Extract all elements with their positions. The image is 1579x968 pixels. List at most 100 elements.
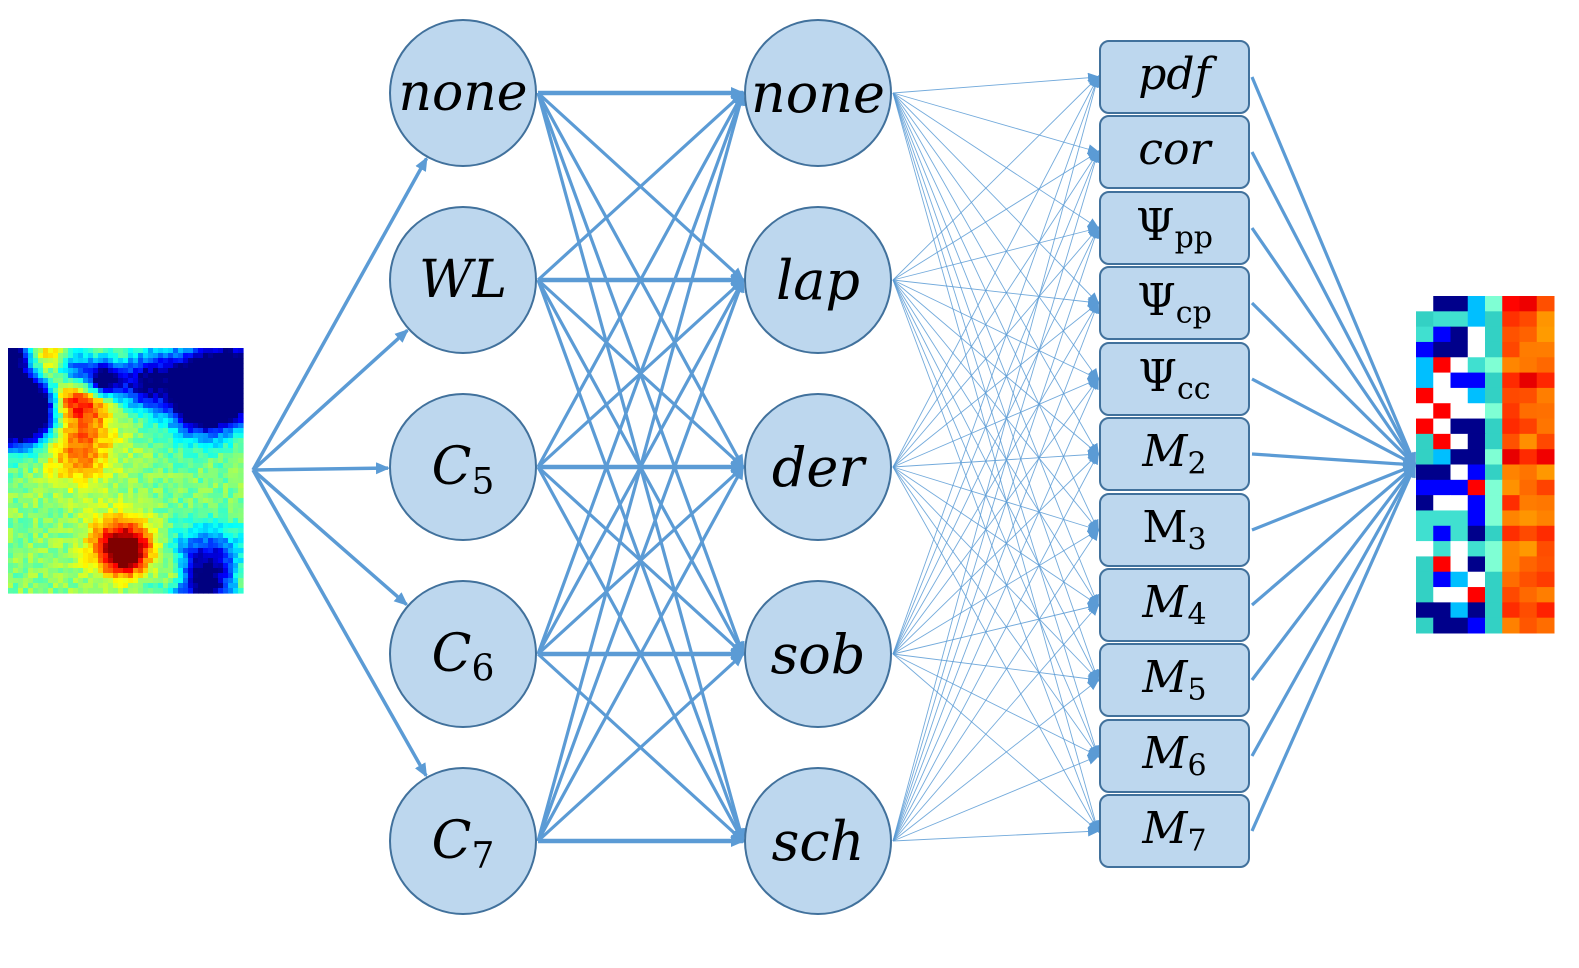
layer2-nodes: none lap der sob sch <box>744 19 892 915</box>
edge-m5-to-output <box>1250 463 1417 681</box>
node-label-subscript: 7 <box>1187 823 1206 858</box>
node-label-subscript: cp <box>1176 295 1212 330</box>
edge-m4-to-output <box>1250 463 1417 607</box>
edge-lap-to-psi-cc <box>892 279 1100 380</box>
layer3-node-box <box>1099 719 1250 793</box>
layer3-node-psi-cp: Ψcp <box>1099 266 1250 340</box>
edge-sob-to-m7 <box>892 653 1100 833</box>
edge-psi-cp-to-output <box>1250 301 1417 467</box>
edge-sob-to-m5 <box>892 653 1100 684</box>
edge-lap-to-m3 <box>892 279 1100 532</box>
edge-lap-to-m5 <box>892 279 1099 682</box>
node-label: none <box>751 62 885 125</box>
edge-lap-to-m6 <box>892 279 1099 758</box>
edge-sob-to-m3 <box>892 528 1100 655</box>
edge-sob-to-psi-cc <box>892 377 1100 655</box>
output-feature-image <box>1416 296 1555 634</box>
node-label-main: cor <box>1138 124 1213 175</box>
layer2-node-sch: sch <box>744 767 892 915</box>
layer1-node-circle <box>389 767 537 915</box>
layer3-node-m4: M4 <box>1099 568 1250 642</box>
edge-der-to-m3 <box>892 466 1100 532</box>
edge-sch-to-m5 <box>892 678 1100 842</box>
edges-layer1-to-layer2 <box>536 87 746 847</box>
input-field-image <box>8 348 244 594</box>
node-label-main: sch <box>772 810 865 873</box>
node-label: M5 <box>1141 652 1206 707</box>
node-label-subscript: 5 <box>1187 672 1206 707</box>
layer1-node-circle <box>389 206 537 354</box>
node-label: lap <box>776 249 860 312</box>
node-label-main: M <box>1141 652 1188 703</box>
node-label: C5 <box>432 437 495 502</box>
edge-none-to-pdf <box>892 72 1100 94</box>
node-label-main: C <box>432 624 472 684</box>
edge-pdf-to-output <box>1250 76 1417 467</box>
layer3-node-psi-cc: Ψcc <box>1099 342 1250 416</box>
node-label-subscript: 4 <box>1187 597 1206 632</box>
node-label: M4 <box>1141 577 1206 632</box>
node-label-main: pdf <box>1138 49 1217 100</box>
node-label-subscript: pp <box>1175 220 1213 255</box>
layer1-node-c6: C6 <box>389 580 537 728</box>
node-label: M2 <box>1141 426 1206 481</box>
edge-sch-to-m6 <box>892 755 1100 842</box>
node-label: der <box>772 436 868 499</box>
node-label-subscript: 6 <box>1187 748 1206 783</box>
node-label: pdf <box>1138 49 1217 100</box>
edge-sch-to-m4 <box>892 603 1100 842</box>
layer1-node-wl: WL <box>389 206 537 354</box>
edge-m3-to-output <box>1251 463 1417 532</box>
node-label-main: M <box>1141 426 1188 477</box>
edge-c7-to-none <box>536 91 746 842</box>
edge-sch-to-psi-cc <box>892 377 1099 842</box>
edge-none-to-m7 <box>892 92 1101 833</box>
node-label: sch <box>772 810 865 873</box>
edge-sob-to-m4 <box>892 602 1100 655</box>
layer3-node-box <box>1099 568 1250 642</box>
node-label-main: C <box>432 437 472 497</box>
node-label-main: none <box>398 63 527 123</box>
node-label: M3 <box>1142 502 1206 557</box>
node-label-main: lap <box>776 249 860 312</box>
edge-input-to-c6 <box>251 468 409 606</box>
edge-der-to-m4 <box>892 466 1100 607</box>
layer3-node-m7: M7 <box>1099 794 1250 868</box>
edge-input-to-none <box>251 156 429 471</box>
node-label-main: M <box>1142 502 1187 553</box>
edge-none-to-m3 <box>892 92 1099 532</box>
layer1-node-c5: C5 <box>389 393 537 541</box>
layer2-node-circle <box>744 19 892 167</box>
layer3-node-box <box>1099 417 1250 491</box>
layer3-node-box <box>1099 643 1250 717</box>
node-label: none <box>398 63 527 123</box>
edge-sch-to-m7 <box>892 826 1100 842</box>
node-label-subscript: 6 <box>471 648 494 689</box>
node-label-main: Ψ <box>1137 275 1176 326</box>
layer1-node-circle <box>389 19 537 167</box>
edges-layer3-to-output <box>1250 76 1417 832</box>
edge-none-to-psi-pp <box>892 92 1100 230</box>
node-label-main: WL <box>419 250 507 310</box>
layer3-node-box <box>1099 493 1250 567</box>
node-label-main: none <box>751 62 885 125</box>
layer1-node-circle <box>389 580 537 728</box>
edge-input-to-c7 <box>251 469 428 778</box>
node-label: M7 <box>1141 803 1206 858</box>
node-label-main: der <box>772 436 868 499</box>
node-label: C6 <box>432 624 495 689</box>
edge-sch-to-psi-cp <box>892 301 1100 842</box>
edge-c5-to-none <box>536 91 745 468</box>
layer2-node-circle <box>744 393 892 541</box>
edge-sob-to-m6 <box>892 653 1100 757</box>
edge-sob-to-m2 <box>892 452 1100 655</box>
node-label: cor <box>1138 124 1213 175</box>
edge-der-to-psi-pp <box>892 226 1100 468</box>
edge-sob-to-pdf <box>892 75 1100 655</box>
node-label-main: sob <box>771 623 866 686</box>
edge-none-to-m6 <box>892 92 1100 758</box>
edge-wl-to-none <box>536 91 745 282</box>
edge-c6-to-none <box>536 91 745 655</box>
layer2-node-circle <box>744 767 892 915</box>
